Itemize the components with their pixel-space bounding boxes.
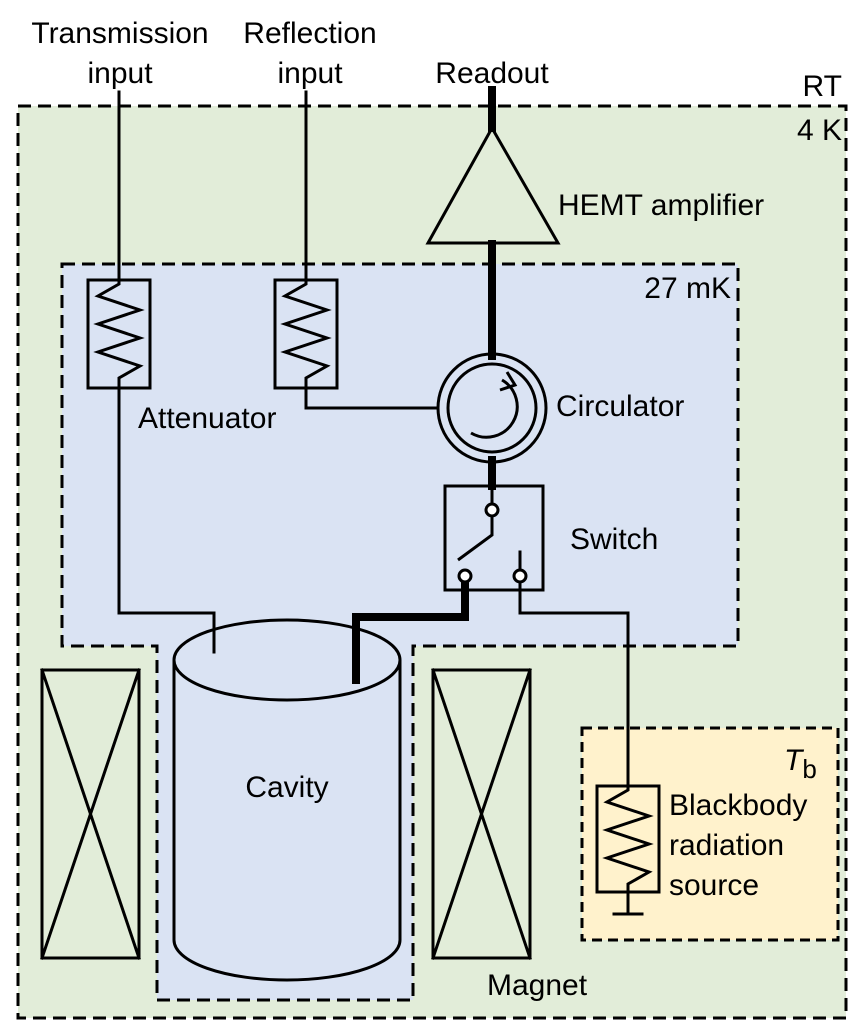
switch-to-blackbody-wire xyxy=(518,574,630,788)
reflection-input-label-2: input xyxy=(277,57,343,90)
four-k-label: 4 K xyxy=(797,114,842,147)
transmission-input-label: Transmission xyxy=(31,17,208,50)
cavity xyxy=(172,618,402,982)
amplifier-triangle-icon xyxy=(425,124,561,245)
magnet-label: Magnet xyxy=(487,969,588,1002)
attenuator-label: Attenuator xyxy=(138,402,276,435)
blackbody-label: Blackbody xyxy=(669,789,807,822)
attenuator-reflection xyxy=(273,278,339,390)
reflection-to-circulator-wire xyxy=(304,386,440,410)
rt-label: RT xyxy=(803,70,842,103)
readout-label: Readout xyxy=(435,57,549,90)
tb-label: Tb xyxy=(784,744,817,784)
attenuator-resistor-icon xyxy=(93,278,145,390)
ground-icon xyxy=(612,890,644,916)
attenuator-resistor-icon xyxy=(602,784,654,894)
blackbody-label-3: source xyxy=(669,869,759,902)
transmission-input-label-2: input xyxy=(87,57,153,90)
switch-label: Switch xyxy=(570,523,658,556)
magnet-coil-icon xyxy=(40,668,141,960)
magnet-coil-icon xyxy=(431,668,532,960)
attenuator-resistor-icon xyxy=(280,278,332,390)
circulator-arrow-icon xyxy=(470,378,519,439)
circulator-label: Circulator xyxy=(556,390,684,423)
switch-icon xyxy=(443,484,545,592)
reflection-input-label: Reflection xyxy=(243,17,376,50)
mk27-label: 27 mK xyxy=(644,272,731,305)
blackbody-label-2: radiation xyxy=(669,829,784,862)
attenuator-transmission xyxy=(86,278,152,390)
cavity-label: Cavity xyxy=(245,771,328,804)
hemt-label: HEMT amplifier xyxy=(558,189,764,222)
circulator xyxy=(436,352,548,464)
region-blackbody xyxy=(580,726,840,942)
